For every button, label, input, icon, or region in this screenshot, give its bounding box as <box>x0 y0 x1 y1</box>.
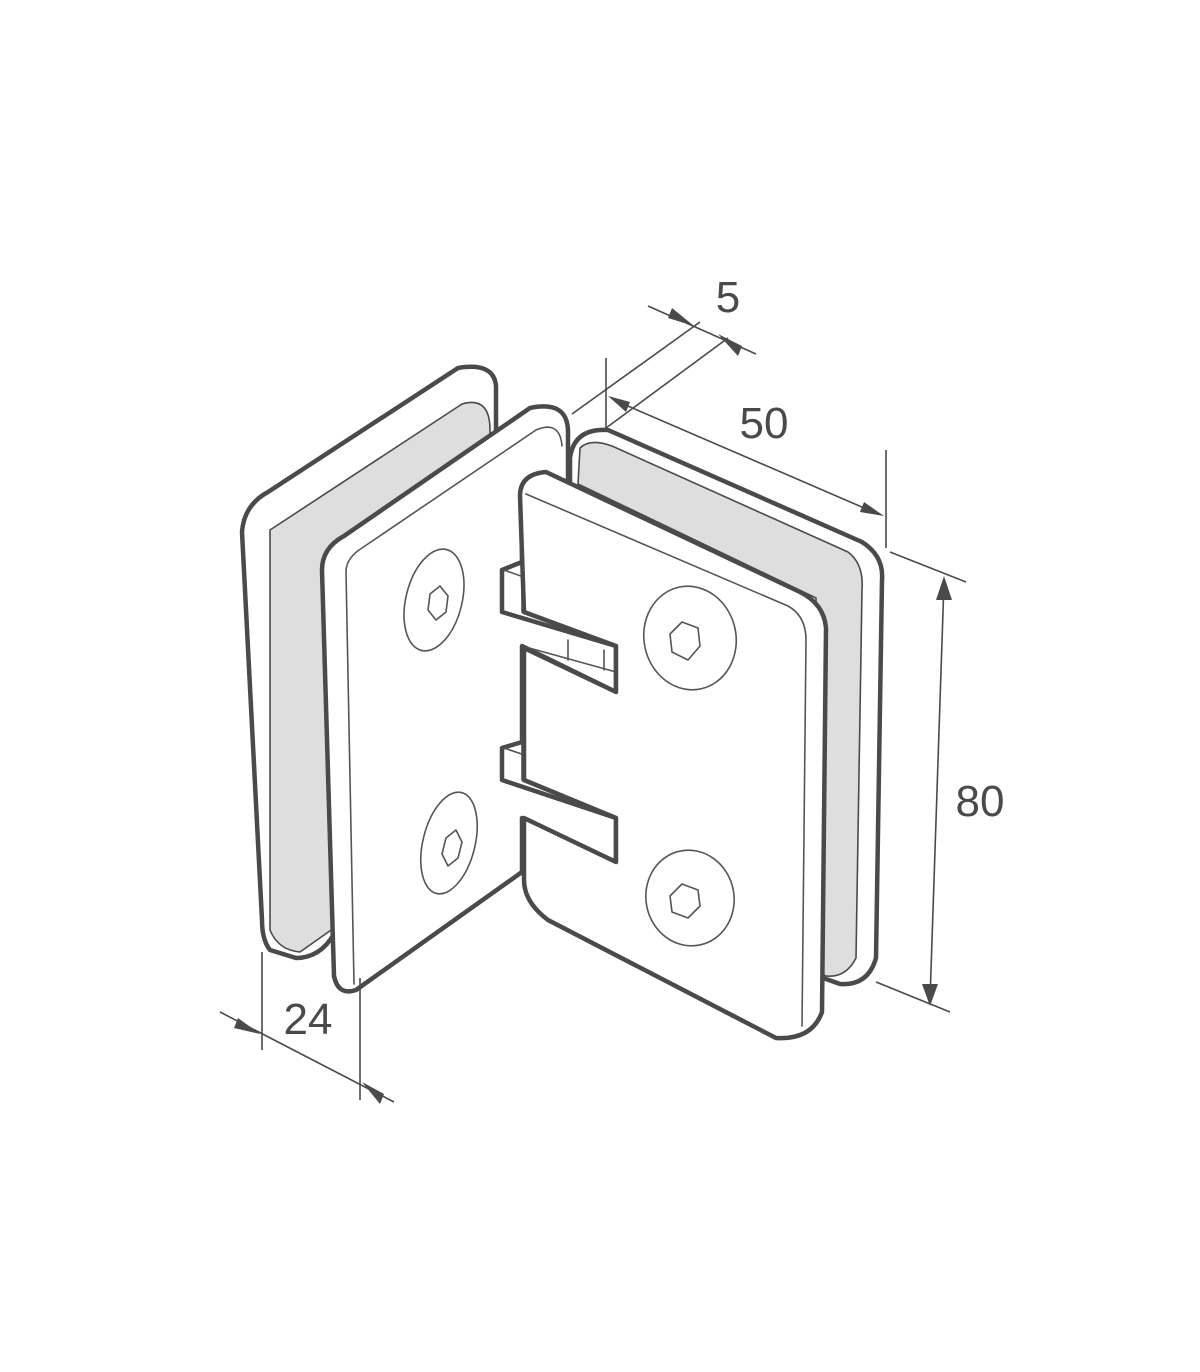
screw-right-bottom <box>645 849 735 947</box>
right-front-plate <box>517 469 829 1041</box>
dimension-label-thickness: 5 <box>716 273 740 322</box>
arrowhead-icon <box>718 334 742 356</box>
hex-socket-icon <box>441 829 463 867</box>
dimension-label-width: 50 <box>740 399 789 448</box>
dimension-width: 50 <box>605 358 887 548</box>
screw-left-bottom <box>420 791 478 895</box>
dimension-label-height: 80 <box>956 777 1005 826</box>
right-gasket <box>577 441 864 977</box>
hex-socket-icon <box>669 883 701 919</box>
arrowhead-icon <box>936 576 952 600</box>
arrowhead-icon <box>362 1082 384 1104</box>
dimension-depth: 24 <box>219 952 395 1104</box>
right-plate-bevel <box>525 493 807 1027</box>
left-plate-bevel <box>345 426 563 573</box>
screws <box>403 548 738 947</box>
arrowhead-icon <box>234 1018 260 1034</box>
arrowhead-icon <box>668 308 694 326</box>
right-front-plate-group <box>517 469 829 1041</box>
hex-socket-icon <box>427 585 449 621</box>
hex-socket-icon <box>669 621 701 661</box>
dimension-thickness: 5 <box>571 273 757 429</box>
arrowhead-icon <box>860 502 884 516</box>
screw-right-top <box>642 585 738 691</box>
dimension-label-depth: 24 <box>284 995 333 1044</box>
arrowhead-icon <box>922 984 938 1006</box>
screw-left-top <box>403 548 465 652</box>
dimension-height: 80 <box>875 551 1005 1013</box>
arrowhead-icon <box>608 396 630 412</box>
right-clamp <box>567 427 885 987</box>
